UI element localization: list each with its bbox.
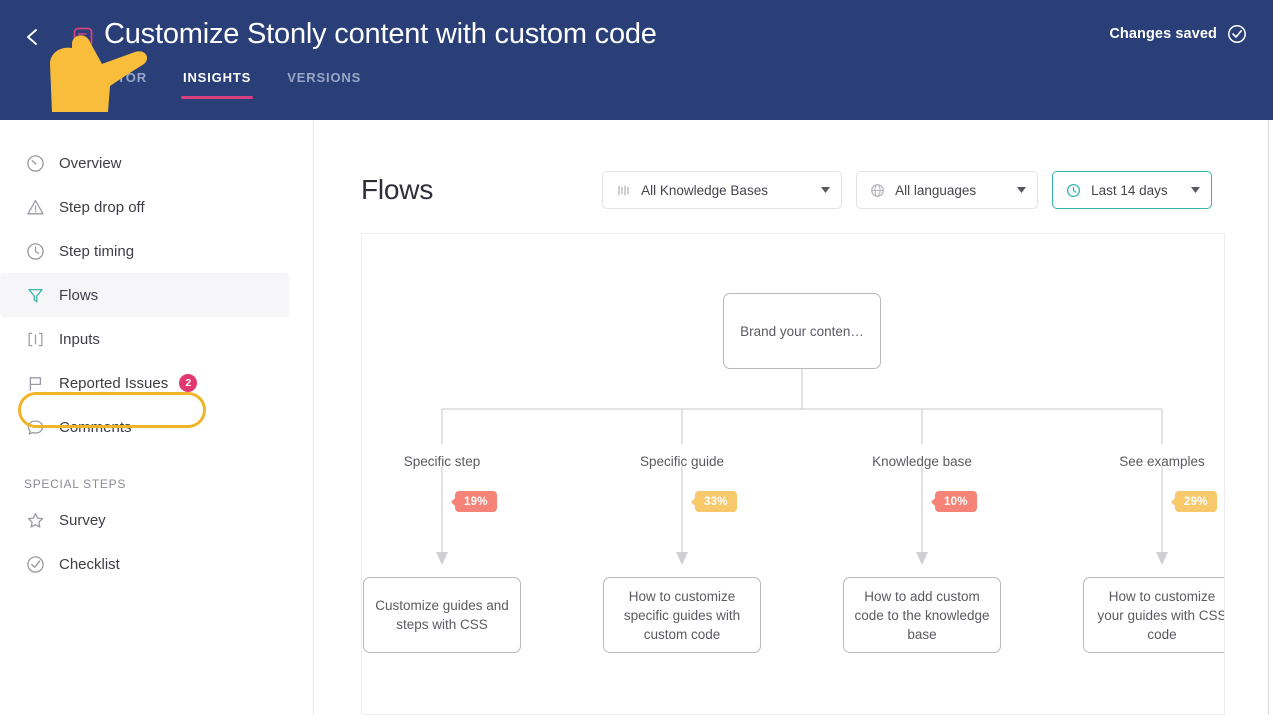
filter-date-range[interactable]: Last 14 days [1052, 171, 1213, 209]
branch-label-2: Knowledge base [872, 454, 972, 469]
percent-badge-1: 33% [695, 491, 737, 512]
chevron-down-icon [995, 187, 1027, 193]
page-title-header: Customize Stonly content with custom cod… [104, 18, 657, 50]
chevron-down-icon [799, 187, 831, 193]
flow-connectors [436, 369, 1168, 565]
sidebar-item-step-drop-off-label: Step drop off [59, 198, 145, 216]
guide-square-icon [68, 22, 98, 52]
flow-node-leaf-2-label: How to add custom code to the knowledge … [854, 588, 990, 642]
flow-node-leaf-2[interactable]: How to add custom code to the knowledge … [843, 577, 1001, 653]
gauge-icon [24, 152, 46, 174]
flow-node-leaf-3-label: How to customize your guides with CSS co… [1097, 588, 1225, 642]
tab-versions-label: VERSIONS [287, 70, 362, 85]
flow-node-root[interactable]: Brand your conten… [723, 293, 881, 369]
clock-icon [24, 240, 46, 262]
sidebar-item-overview-label: Overview [59, 154, 122, 172]
filter-knowledge-bases[interactable]: All Knowledge Bases [602, 171, 843, 209]
check-circle-icon [24, 553, 46, 575]
percent-badge-0: 19% [455, 491, 497, 512]
percent-badge-3: 29% [1175, 491, 1217, 512]
star-icon [24, 509, 46, 531]
page-scrollbar-edge[interactable] [1268, 120, 1269, 715]
sidebar-item-survey-label: Survey [59, 511, 106, 529]
funnel-icon [24, 284, 46, 306]
flow-node-leaf-3[interactable]: How to customize your guides with CSS co… [1083, 577, 1225, 653]
sidebar-item-step-timing-label: Step timing [59, 242, 135, 260]
sidebar-item-checklist-label: Checklist [59, 555, 120, 573]
filter-knowledge-bases-label: All Knowledge Bases [641, 182, 768, 198]
branch-label-0: Specific step [403, 454, 481, 469]
flows-toolbar: Flows All Knowledge Bases [361, 168, 1243, 212]
tab-versions[interactable]: VERSIONS [269, 70, 379, 99]
sidebar: Overview Step drop off Step timing [0, 120, 314, 715]
sidebar-item-overview[interactable]: Overview [0, 141, 289, 185]
sidebar-item-flows-label: Flows [59, 286, 99, 304]
tab-editor-label: EDITOR [93, 70, 147, 85]
flow-node-root-label: Brand your conten… [740, 323, 864, 339]
clock-icon [1065, 182, 1082, 199]
sidebar-item-step-drop-off[interactable]: Step drop off [0, 185, 289, 229]
sidebar-item-comments[interactable]: Comments [0, 405, 289, 449]
sidebar-item-inputs[interactable]: Inputs [0, 317, 289, 361]
status-badge: 2 [179, 374, 198, 392]
filter-languages-label: All languages [895, 182, 977, 198]
percent-badge-3-value: 29% [1184, 495, 1208, 508]
flow-diagram-panel: Brand your conten… Specific step Specifi… [361, 233, 1225, 715]
comment-icon [24, 416, 46, 438]
knowledge-base-icon [615, 182, 632, 199]
changes-saved-status: Changes saved [1109, 24, 1247, 44]
percent-badge-1-value: 33% [704, 495, 728, 508]
main-content: Flows All Knowledge Bases [314, 120, 1273, 715]
branch-label-1: Specific guide [639, 454, 725, 469]
filter-bar: All Knowledge Bases All languages [602, 171, 1213, 209]
percent-badge-2: 10% [935, 491, 977, 512]
globe-icon [869, 182, 886, 199]
page-title: Flows [361, 174, 434, 205]
percent-badge-0-value: 19% [464, 495, 488, 508]
sidebar-item-reported-issues-label: Reported Issues [59, 374, 169, 392]
tab-insights[interactable]: INSIGHTS [165, 70, 269, 99]
sidebar-item-inputs-label: Inputs [59, 330, 100, 348]
branch-label-3: See examples [1119, 454, 1205, 469]
sidebar-section-special-steps: SPECIAL STEPS [24, 477, 127, 491]
tab-editor[interactable]: EDITOR [75, 70, 165, 99]
percent-badge-2-value: 10% [944, 495, 968, 508]
filter-languages[interactable]: All languages [856, 171, 1039, 209]
filter-date-range-label: Last 14 days [1091, 182, 1168, 198]
flag-icon [24, 372, 46, 394]
sidebar-item-step-timing[interactable]: Step timing [0, 229, 289, 273]
tab-insights-label: INSIGHTS [182, 70, 252, 85]
back-button[interactable] [18, 22, 48, 52]
changes-saved-label: Changes saved [1109, 26, 1217, 42]
header-tabs: EDITOR INSIGHTS VERSIONS [75, 70, 379, 99]
chevron-down-icon [1169, 187, 1201, 193]
sidebar-item-comments-label: Comments [59, 418, 132, 436]
flow-node-leaf-1-label: How to customize specific guides with cu… [623, 588, 741, 642]
check-circle-icon [1227, 24, 1247, 44]
warning-triangle-icon [24, 196, 46, 218]
chevron-left-icon [27, 29, 37, 45]
sidebar-item-survey[interactable]: Survey [0, 498, 289, 542]
flow-node-leaf-0-label: Customize guides and steps with CSS [375, 598, 509, 632]
app-header: Customize Stonly content with custom cod… [0, 0, 1273, 120]
flow-node-leaf-0[interactable]: Customize guides and steps with CSS [363, 577, 521, 653]
brackets-icon [24, 328, 46, 350]
sidebar-item-checklist[interactable]: Checklist [0, 542, 289, 586]
sidebar-item-reported-issues[interactable]: Reported Issues 2 [0, 361, 289, 405]
flow-node-leaf-1[interactable]: How to customize specific guides with cu… [603, 577, 761, 653]
sidebar-item-flows[interactable]: Flows [0, 273, 289, 317]
